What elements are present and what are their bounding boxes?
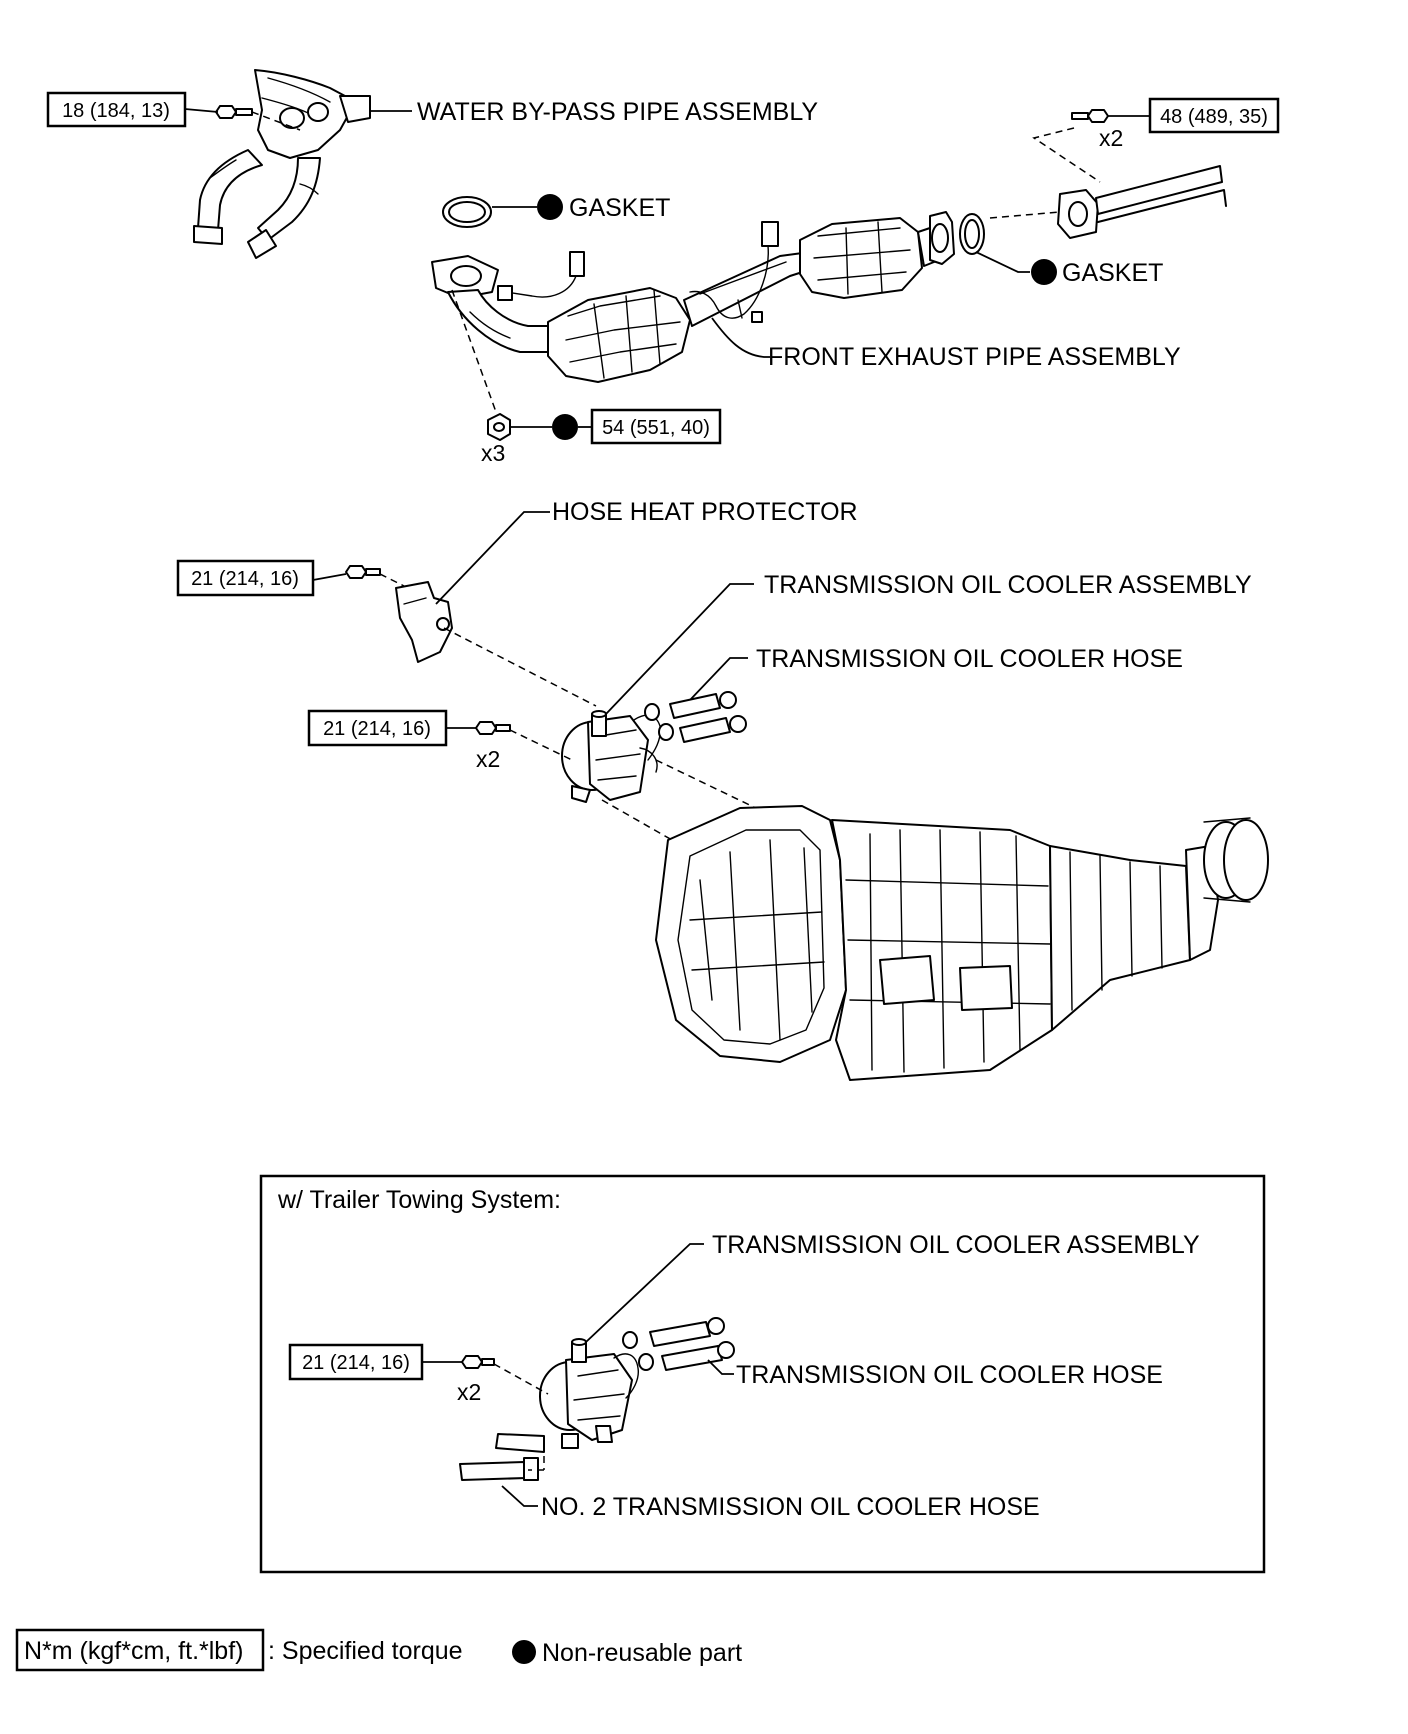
cooler-bolt-icon — [475, 721, 511, 735]
label-water-bypass-pipe: WATER BY-PASS PIPE ASSEMBLY — [417, 98, 818, 126]
torque-box-cooler: 21 (214, 16) — [307, 709, 448, 747]
torque-box-protector: 21 (214, 16) — [176, 559, 315, 597]
legend-nonreusable-text: Non-reusable part — [542, 1639, 742, 1667]
tail-pipe-flange — [1057, 165, 1227, 239]
trailer-no2-oil-cooler-hoses-illustration — [459, 1433, 545, 1481]
label-gasket-right: GASKET — [1062, 259, 1163, 287]
legend-nonreusable-marker — [512, 1640, 536, 1664]
front-exhaust-pipe-illustration — [431, 211, 955, 383]
label-front-exhaust-pipe: FRONT EXHAUST PIPE ASSEMBLY — [768, 343, 1181, 371]
qty-front-flange-nut: x3 — [481, 440, 505, 466]
qty-trailer-cooler-bolt: x2 — [457, 1379, 481, 1405]
label-trailer-oil-cooler-hose: TRANSMISSION OIL COOLER HOSE — [736, 1361, 1163, 1389]
gasket-right-ring — [959, 213, 985, 255]
trailer-oil-cooler-illustration — [539, 1338, 640, 1449]
water-bypass-pipe-illustration — [193, 69, 371, 259]
legend-torque-unit: N*m (kgf*cm, ft.*lbf) — [24, 1637, 243, 1665]
hose-heat-protector-illustration — [395, 581, 453, 663]
legend-torque-text: : Specified torque — [268, 1637, 463, 1665]
qty-rear-flange-bolt: x2 — [1099, 125, 1123, 151]
label-gasket-upper: GASKET — [569, 194, 670, 222]
svg-text:21 (214, 16): 21 (214, 16) — [302, 1352, 410, 1374]
torque-box-front-flange: 54 (551, 40) — [590, 408, 722, 445]
svg-text:48 (489, 35): 48 (489, 35) — [1160, 106, 1268, 128]
torque-box-rear-flange: 48 (489, 35) — [1148, 97, 1280, 134]
trailer-oil-cooler-hoses-illustration — [622, 1317, 735, 1371]
rear-flange-bolt-icon — [1071, 109, 1109, 123]
front-flange-nut-icon — [487, 413, 511, 441]
qty-cooler-bolt: x2 — [476, 746, 500, 772]
label-oil-cooler-hose: TRANSMISSION OIL COOLER HOSE — [756, 645, 1183, 673]
protector-bolt-icon — [345, 565, 381, 579]
torque-box-trailer-cooler: 21 (214, 16) — [288, 1343, 424, 1381]
svg-text:21 (214, 16): 21 (214, 16) — [191, 568, 299, 590]
oil-cooler-assembly-illustration — [561, 710, 662, 803]
non-reusable-marker — [537, 194, 563, 220]
label-no2-oil-cooler-hose: NO. 2 TRANSMISSION OIL COOLER HOSE — [541, 1493, 1040, 1521]
svg-text:21 (214, 16): 21 (214, 16) — [323, 718, 431, 740]
oil-cooler-hoses-illustration — [644, 691, 747, 743]
svg-text:18 (184, 13): 18 (184, 13) — [62, 100, 170, 122]
svg-text:54 (551, 40): 54 (551, 40) — [602, 417, 710, 439]
label-trailer-oil-cooler-assembly: TRANSMISSION OIL COOLER ASSEMBLY — [712, 1231, 1200, 1259]
trailer-section-title: w/ Trailer Towing System: — [277, 1186, 561, 1214]
label-hose-heat-protector: HOSE HEAT PROTECTOR — [552, 498, 858, 526]
non-reusable-marker — [552, 414, 578, 440]
gasket-upper-ring — [442, 196, 492, 228]
legend: N*m (kgf*cm, ft.*lbf) : Specified torque… — [15, 1628, 742, 1672]
trailer-towing-section-frame — [259, 1174, 1266, 1574]
trailer-cooler-bolt-icon — [461, 1355, 495, 1369]
torque-box-bypass: 18 (184, 13) — [46, 91, 187, 128]
non-reusable-marker — [1031, 259, 1057, 285]
transmission-illustration — [655, 805, 1269, 1081]
bypass-bolt-icon — [215, 105, 253, 119]
label-oil-cooler-assembly: TRANSMISSION OIL COOLER ASSEMBLY — [764, 571, 1252, 599]
